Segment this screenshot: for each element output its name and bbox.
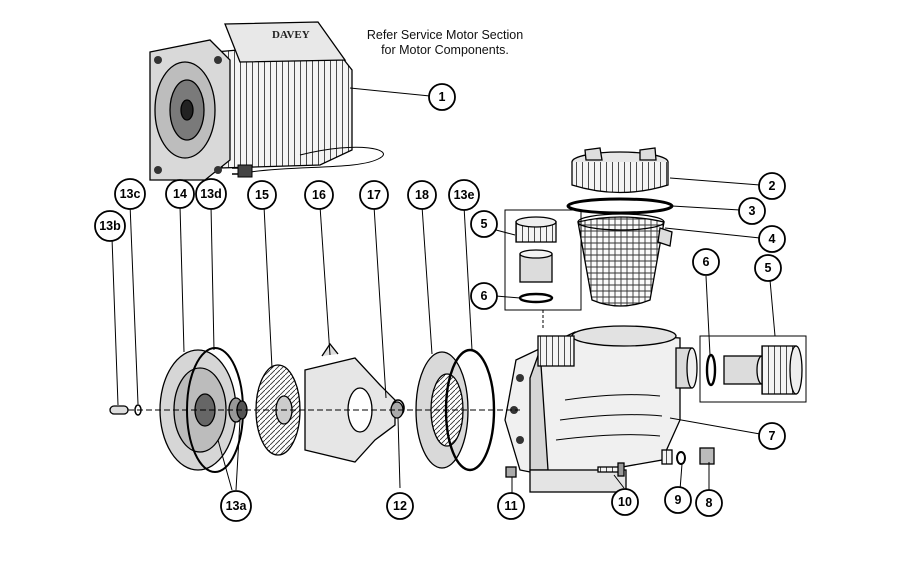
callout-2: 2: [758, 172, 786, 200]
callout-label: 13a: [226, 499, 248, 513]
callout-label: 5: [481, 217, 488, 231]
callout-9: 9: [664, 486, 692, 514]
union-kit-side: [699, 335, 807, 403]
callout-label: 8: [706, 496, 713, 510]
callout-label: 14: [173, 187, 187, 201]
callout-4: 4: [758, 225, 786, 253]
callout-label: 4: [769, 232, 776, 246]
callout-label: 16: [312, 188, 326, 202]
drain-plug: [699, 447, 715, 465]
lid-o-ring: [566, 197, 674, 215]
callout-14: 14: [165, 179, 195, 209]
volute-cover: [415, 351, 469, 469]
shaft-sleeve: [109, 405, 129, 415]
callout-3: 3: [738, 197, 766, 225]
callout-10: 10: [611, 488, 639, 516]
pump-housing: [504, 325, 698, 493]
callout-label: 11: [504, 499, 517, 513]
callout-label: 5: [765, 261, 772, 275]
callout-13b: 13b: [94, 210, 126, 242]
callout-11: 11: [497, 492, 525, 520]
callout-label: 9: [675, 493, 682, 507]
drain-o-ring: [676, 451, 686, 465]
service-note-line-1: Refer Service Motor Section: [366, 28, 524, 42]
callout-label: 13e: [454, 188, 475, 202]
callout-6-side: 6: [692, 248, 720, 276]
service-note: Refer Service Motor Section for Motor Co…: [340, 28, 550, 58]
callout-15: 15: [247, 180, 277, 210]
callout-5-side: 5: [754, 254, 782, 282]
callout-12: 12: [386, 492, 414, 520]
callout-label: 1: [439, 90, 446, 104]
callout-13d: 13d: [195, 178, 227, 210]
callout-label: 12: [393, 499, 407, 513]
callout-label: 17: [367, 188, 381, 202]
service-note-line-2: for Motor Components.: [381, 43, 509, 57]
union-kit-upper: [504, 209, 582, 330]
strainer-basket: [577, 213, 673, 307]
callout-label: 6: [481, 289, 488, 303]
callout-7: 7: [758, 422, 786, 450]
seal-plate: [159, 349, 237, 471]
brand-label: DAVEY: [272, 29, 310, 41]
callout-label: 13b: [99, 219, 121, 233]
port-fitting: [661, 449, 673, 465]
leader-lines: [111, 87, 776, 494]
callout-5-upper: 5: [470, 210, 498, 238]
callout-label: 6: [703, 255, 710, 269]
callout-label: 15: [255, 188, 269, 202]
callout-13c: 13c: [114, 178, 146, 210]
callout-label: 2: [769, 179, 776, 193]
base-screw: [597, 462, 625, 477]
callout-label: 3: [749, 204, 756, 218]
diffuser: [304, 342, 396, 463]
callout-label: 7: [769, 429, 776, 443]
callout-16: 16: [304, 180, 334, 210]
callout-6-upper: 6: [470, 282, 498, 310]
callout-label: 13c: [120, 187, 141, 201]
callout-17: 17: [359, 180, 389, 210]
callout-8: 8: [695, 489, 723, 517]
callout-label: 18: [415, 188, 429, 202]
nut: [505, 466, 517, 478]
callout-13e: 13e: [448, 179, 480, 211]
callout-label: 10: [618, 495, 632, 509]
callout-label: 13d: [200, 187, 222, 201]
callout-13a: 13a: [220, 490, 252, 522]
motor-assembly: DAVEY: [149, 21, 384, 181]
callout-18: 18: [407, 180, 437, 210]
callout-1: 1: [428, 83, 456, 111]
strainer-lid: [571, 147, 669, 194]
